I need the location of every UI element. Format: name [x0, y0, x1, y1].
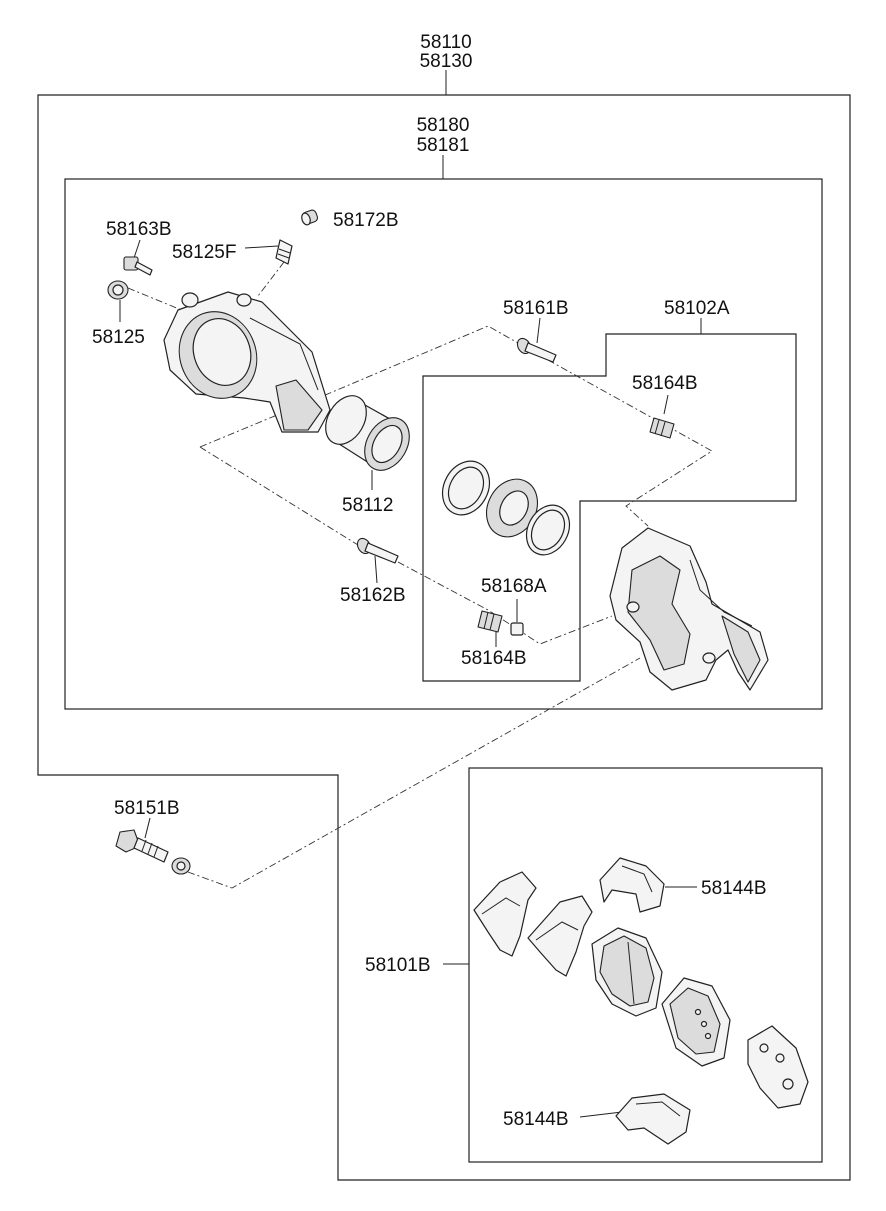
washer-part	[171, 857, 191, 875]
brake-pad-inner-part	[591, 927, 663, 1017]
label-58144B-bottom: 58144B	[503, 1109, 569, 1130]
sleeve-part	[510, 622, 524, 636]
assembly-line-bolt	[187, 657, 641, 889]
leader-58151B	[144, 817, 151, 839]
pin-boot-upper-part	[649, 417, 675, 439]
label-58168A: 58168A	[481, 576, 547, 597]
dust-boot-ring-part	[441, 460, 491, 516]
label-58172B: 58172B	[333, 210, 399, 231]
label-58163B: 58163B	[106, 219, 172, 240]
leader-58164B-top	[663, 394, 669, 415]
piston-boot-part	[486, 478, 538, 538]
assembly-line-lower-pin-path	[397, 561, 613, 645]
label-58125F: 58125F	[172, 242, 236, 263]
label-58144B-top: 58144B	[701, 878, 767, 899]
leader-58144B-bottom	[579, 1111, 623, 1118]
bleeder-screw-part	[275, 239, 293, 265]
bushing-part	[107, 280, 129, 300]
label-58164B-top: 58164B	[632, 373, 698, 394]
assembly-line-upper-pin-path	[547, 359, 713, 527]
label-58161B: 58161B	[503, 298, 569, 319]
label-58101B: 58101B	[365, 955, 431, 976]
pad-backing-shim-part	[747, 1025, 809, 1109]
piston-seal-part	[525, 504, 571, 556]
bleeder-cap-part	[301, 209, 319, 226]
pin-boot-lower-part	[477, 610, 503, 633]
leader-58125F	[244, 245, 279, 249]
mounting-bolt-part	[115, 829, 169, 863]
guide-pin-upper-part	[516, 337, 557, 363]
label-caliper-assy-2: 58181	[417, 135, 470, 156]
guide-pin-lower-part	[356, 537, 399, 564]
label-assy-top-1: 58110	[420, 32, 471, 53]
label-58164B-bottom: 58164B	[461, 648, 527, 669]
label-58102A: 58102A	[664, 298, 730, 319]
label-58125: 58125	[92, 327, 145, 348]
label-58162B: 58162B	[340, 585, 406, 606]
caliper-carrier-part	[609, 527, 769, 691]
caliper-bolt-part	[123, 256, 153, 276]
leader-58162B	[374, 555, 378, 584]
pad-shim-center-part	[527, 895, 593, 977]
label-assy-top-2: 58130	[420, 51, 473, 72]
assembly-line-bleeder	[257, 261, 285, 297]
leader-58161B	[536, 317, 541, 344]
label-58112: 58112	[342, 495, 393, 516]
clip-lower-part	[615, 1093, 691, 1145]
label-caliper-assy-1: 58180	[417, 115, 470, 136]
assembly-line-lower-pin	[199, 446, 359, 546]
pad-kit-frame	[468, 767, 823, 1163]
pad-shim-left-part	[473, 871, 537, 957]
outer-assembly-frame	[37, 94, 851, 1181]
piston-part	[325, 395, 410, 471]
assembly-line-guide-pin-upper	[199, 325, 519, 448]
brake-pad-outer-part	[661, 977, 731, 1067]
seal-kit-frame	[422, 333, 797, 682]
caliper-housing-part	[163, 291, 331, 433]
label-58151B: 58151B	[114, 798, 180, 819]
leader-58163B	[133, 239, 141, 259]
clip-upper-part	[599, 857, 665, 913]
